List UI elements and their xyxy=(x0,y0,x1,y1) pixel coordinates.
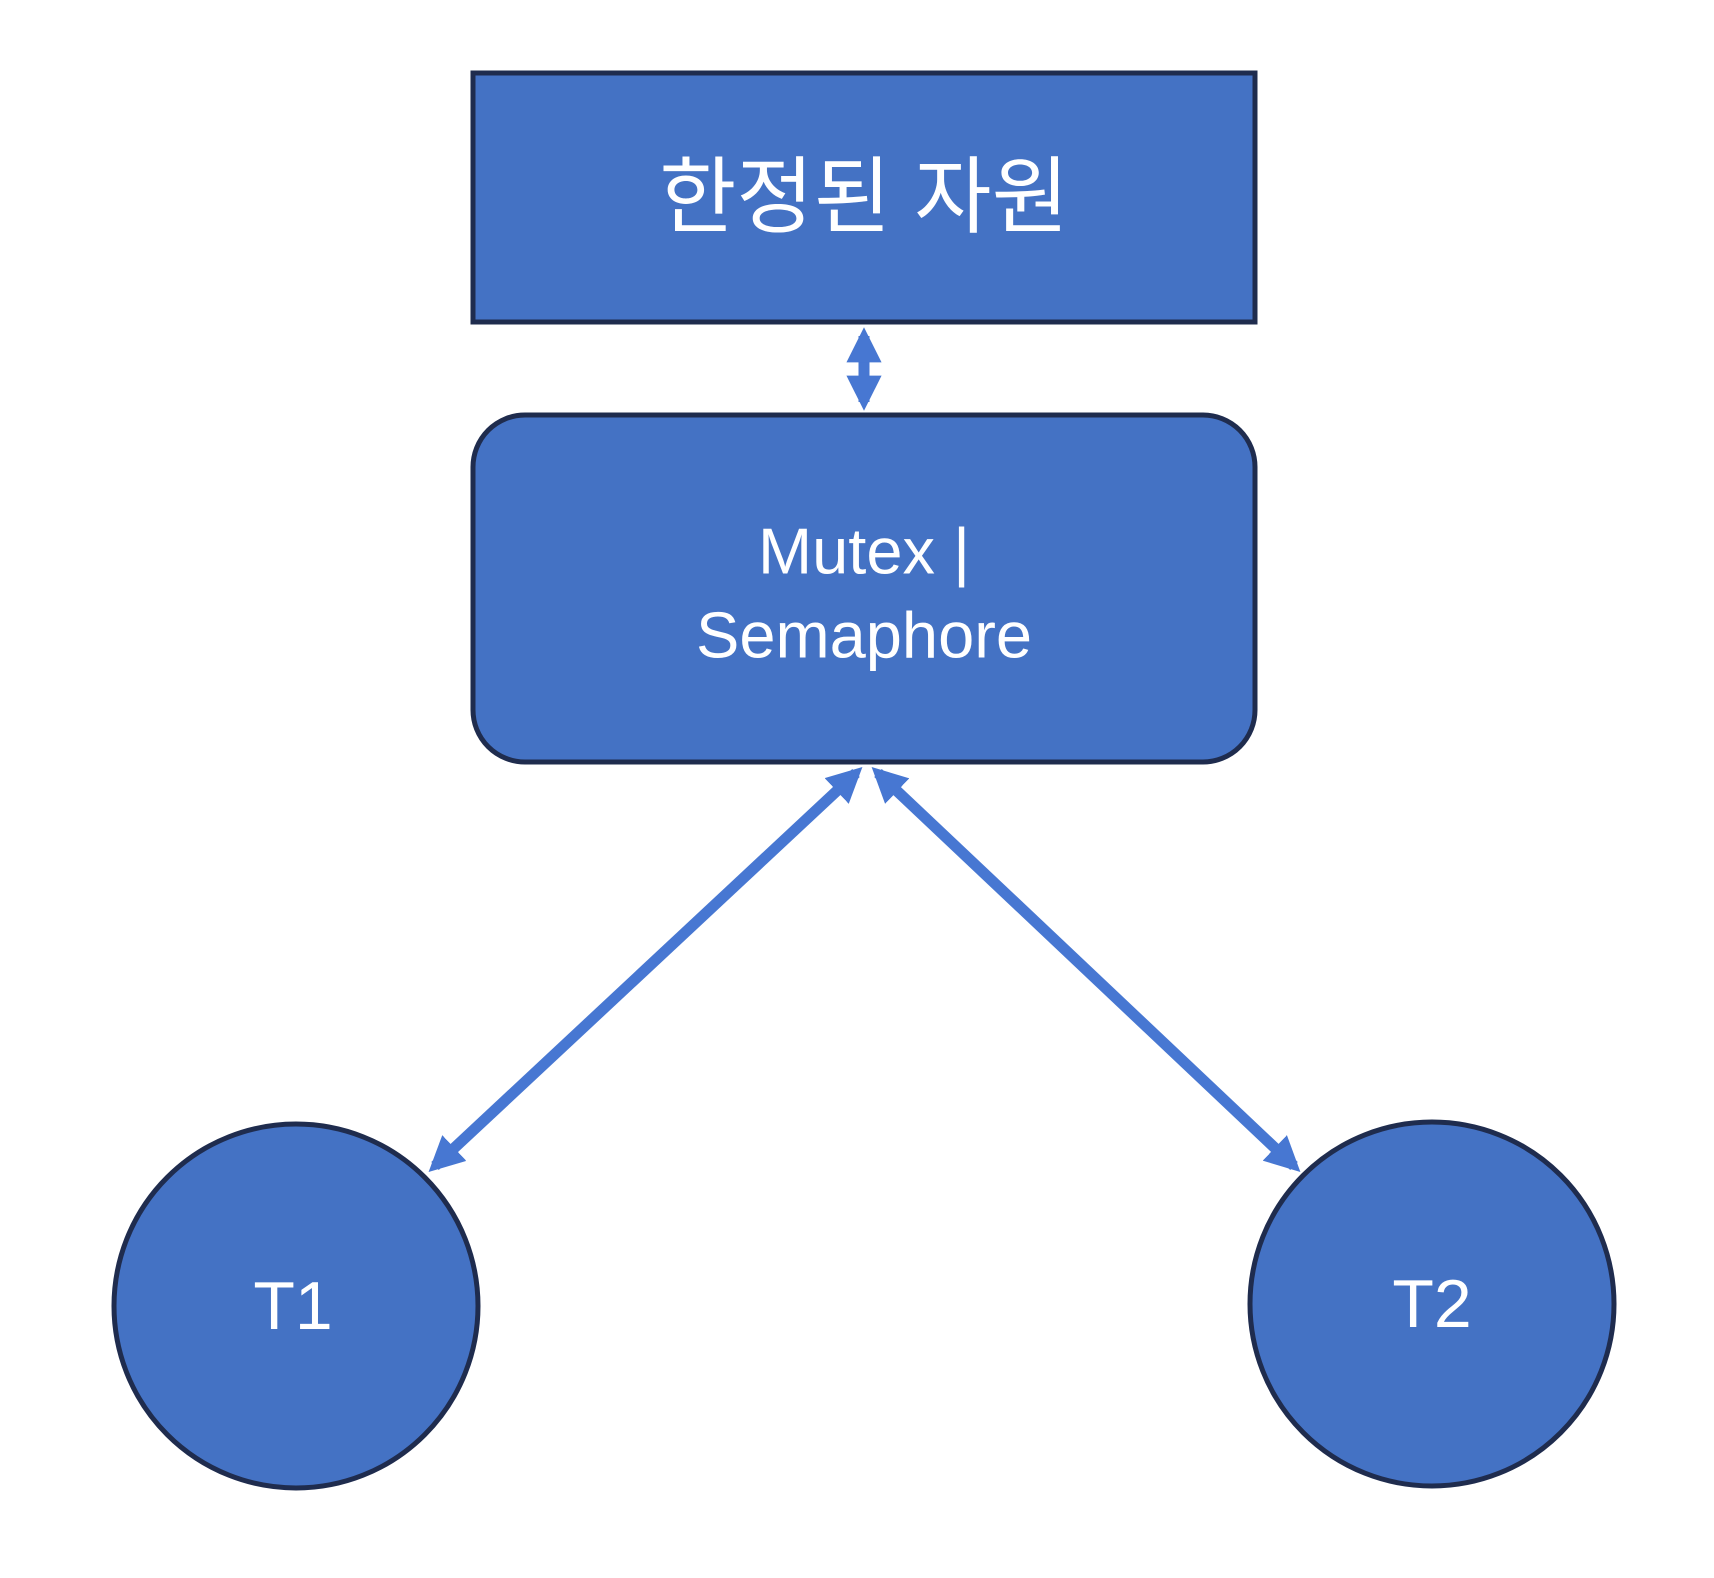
thread1-circle xyxy=(111,1121,481,1491)
edge-sync-thread1 xyxy=(428,766,863,1173)
sync-box xyxy=(470,412,1258,765)
resource-box xyxy=(470,70,1258,325)
sync-label-line1: Mutex | xyxy=(758,515,970,588)
thread2-label: T2 xyxy=(1392,1266,1471,1342)
thread2-circle xyxy=(1247,1119,1617,1489)
sync-label-line2: Semaphore xyxy=(696,599,1032,672)
thread1-label: T1 xyxy=(253,1268,332,1344)
resource-label: 한정된 자원 xyxy=(659,150,1069,244)
edge-sync-thread2 xyxy=(871,766,1301,1173)
